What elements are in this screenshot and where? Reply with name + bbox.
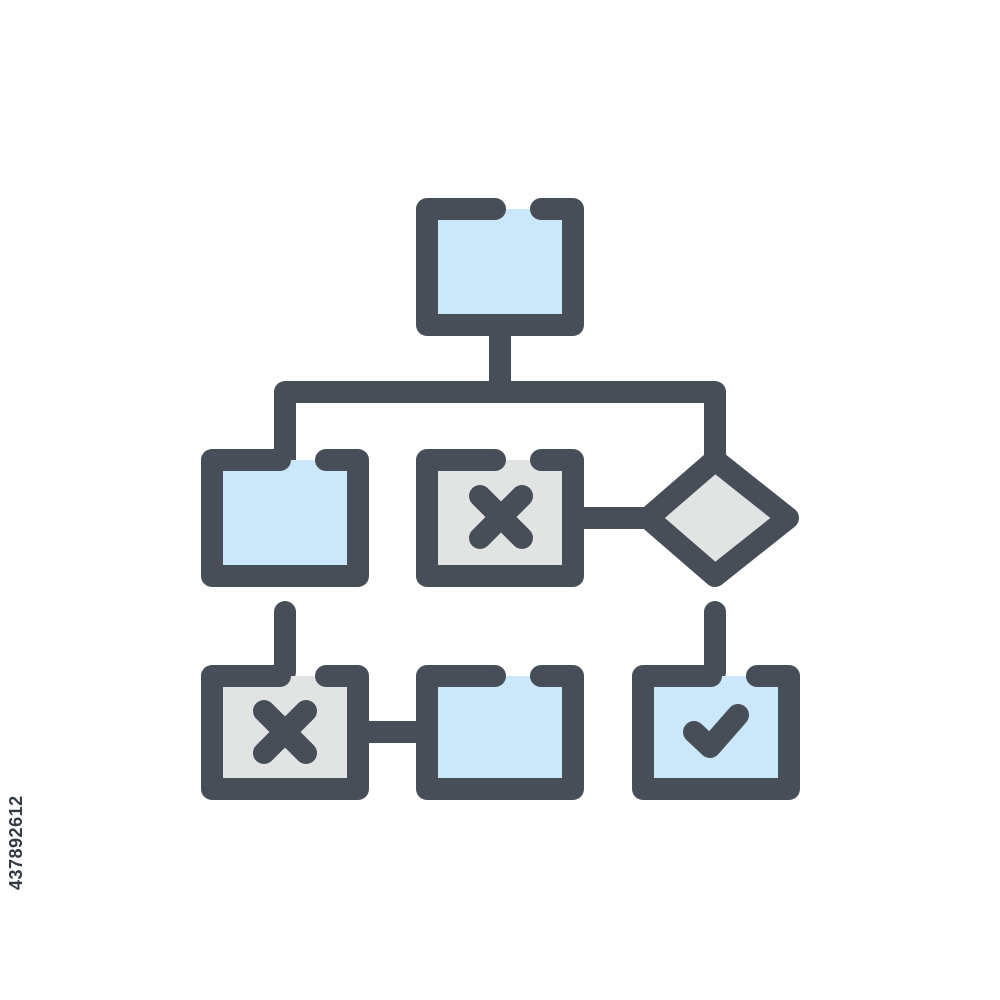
check-icon — [683, 704, 749, 758]
cross-icon — [253, 700, 317, 764]
image-id-text: 437892612 — [6, 795, 26, 890]
node-root — [416, 198, 584, 336]
node-mid-left — [201, 449, 369, 587]
cross-icon — [469, 485, 533, 549]
connectors — [274, 314, 726, 743]
node-bottom-center — [416, 665, 584, 800]
node-bottom-right — [632, 665, 800, 800]
node-mid-center — [416, 449, 584, 587]
connector-branch — [274, 381, 726, 471]
node-decision — [637, 449, 799, 587]
node-bottom-left — [201, 665, 369, 800]
